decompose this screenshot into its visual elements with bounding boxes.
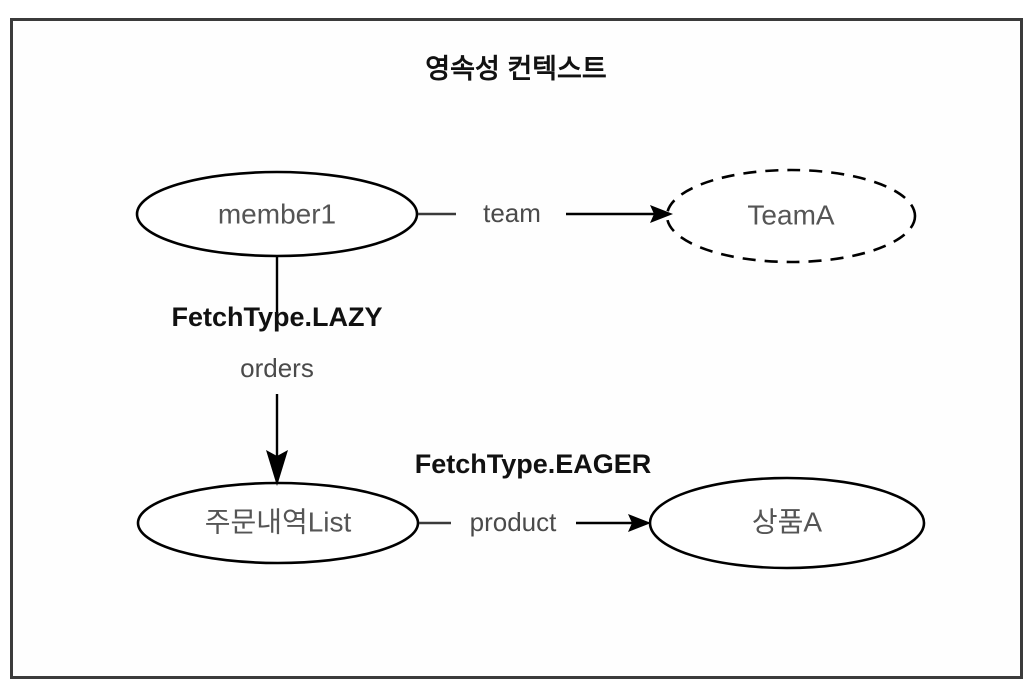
fetch-type-eager-label: FetchType.EAGER [415,449,652,479]
node-order-list[interactable] [136,481,420,565]
edge-team-arrowhead [650,205,673,223]
diagram-frame [10,18,1023,679]
diagram-title: 영속성 컨텍스트 [425,54,606,84]
edge-product-arrowhead [628,514,651,532]
edge-orders-arrowhead [266,450,288,486]
edge-product-label: product [470,507,557,537]
node-order-list-label: 주문내역List [205,506,352,537]
node-product-a-label: 상품A [752,506,823,537]
edge-member1-orders-list: FetchType.LAZY orders [171,256,383,486]
edge-member1-team-teama: team [418,198,673,228]
node-teama-proxy[interactable] [665,168,917,264]
edge-orders-label: orders [240,353,314,383]
edge-team-label: team [483,198,541,228]
edge-orders-product-producta: product FetchType.EAGER [415,449,652,537]
fetch-type-lazy-label: FetchType.LAZY [171,302,382,332]
node-teama-label: TeamA [747,199,834,230]
node-member1-label: member1 [218,198,336,229]
